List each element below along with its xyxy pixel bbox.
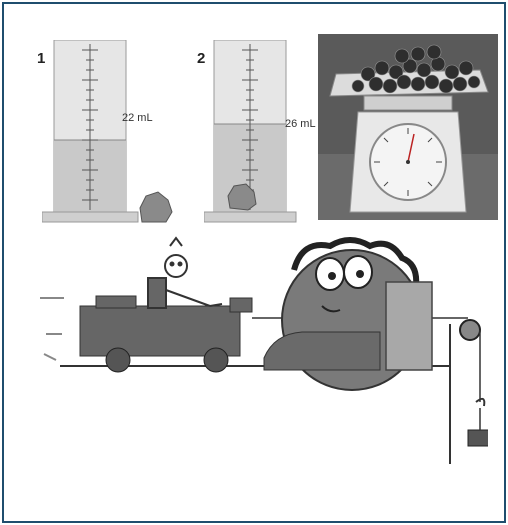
kitchen-scale-photo <box>318 34 498 220</box>
person-on-cart-icon <box>148 238 222 308</box>
block-icon <box>386 282 432 370</box>
hanging-weight-icon <box>468 399 488 446</box>
cart-pulley-illustration <box>40 234 488 474</box>
cylinder-2-volume: 26 mL <box>285 118 316 130</box>
cylinder-1-volume: 22 mL <box>122 112 153 124</box>
rock-icon <box>140 192 172 222</box>
graduated-cylinder-2-icon <box>204 40 304 224</box>
graduated-cylinder-1-icon <box>42 40 182 224</box>
